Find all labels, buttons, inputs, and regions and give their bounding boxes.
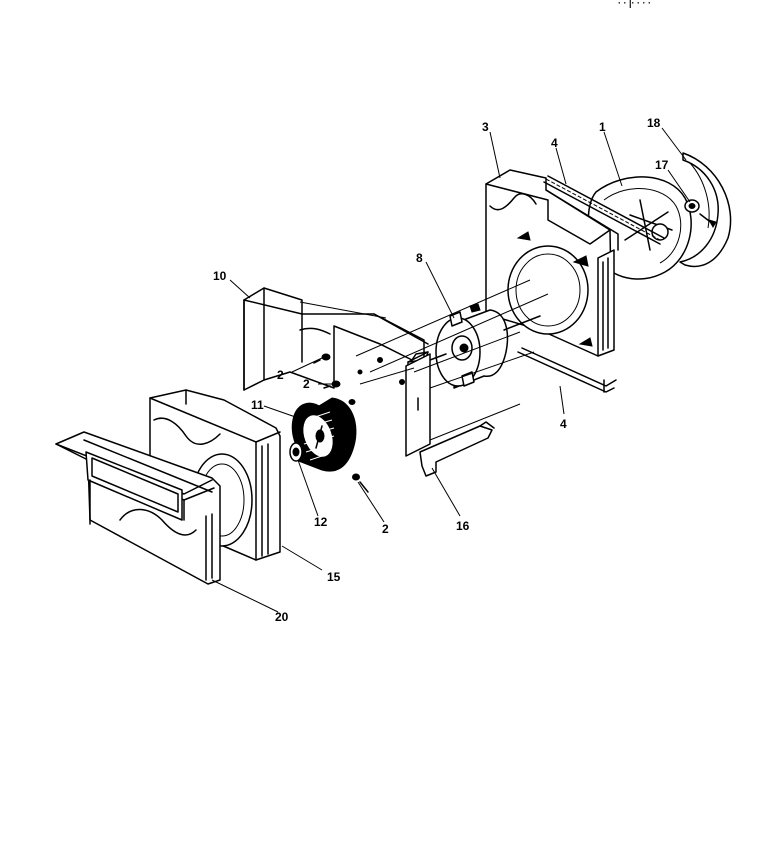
part-17-nut bbox=[684, 199, 717, 228]
part-20-front-cover bbox=[55, 431, 221, 585]
callout-15: 15 bbox=[327, 570, 341, 584]
part-16-clip bbox=[419, 421, 495, 477]
callout-17: 17 bbox=[655, 158, 669, 172]
part-4-upper-gasket bbox=[543, 175, 665, 245]
part-12-hub bbox=[289, 442, 303, 462]
callout-2-lower: 2 bbox=[382, 522, 389, 536]
callout-2-middle: 2 bbox=[303, 377, 310, 391]
leader-lines bbox=[211, 127, 691, 613]
part-3-scroll-housing bbox=[485, 169, 619, 357]
corner-text: · · |· · · · bbox=[618, 0, 651, 8]
screw-upper bbox=[313, 353, 331, 364]
callout-3: 3 bbox=[482, 120, 489, 134]
callout-10: 10 bbox=[213, 269, 227, 283]
screw-middle bbox=[323, 380, 341, 389]
callout-20: 20 bbox=[275, 610, 289, 624]
guide-lines bbox=[299, 279, 549, 441]
part-4-lower-gasket bbox=[517, 347, 617, 393]
part-11-blower-wheel bbox=[291, 397, 357, 472]
screw-lower bbox=[352, 473, 369, 493]
callout-11: 11 bbox=[251, 398, 264, 412]
part-10-motor-bracket bbox=[243, 287, 431, 457]
callout-8: 8 bbox=[416, 251, 423, 265]
part-2-screws bbox=[313, 353, 369, 493]
part-15-front-scroll bbox=[149, 389, 281, 561]
callout-12: 12 bbox=[314, 515, 328, 529]
callout-labels: 1 2 2 2 3 4 4 8 10 11 12 15 16 17 18 20 bbox=[213, 116, 669, 624]
callout-1: 1 bbox=[599, 120, 606, 134]
callout-4-upper: 4 bbox=[551, 136, 558, 150]
callout-18: 18 bbox=[647, 116, 661, 130]
callout-16: 16 bbox=[456, 519, 470, 533]
part-8-motor bbox=[429, 303, 541, 389]
callout-4-lower: 4 bbox=[560, 417, 567, 431]
callout-2-upper: 2 bbox=[277, 368, 284, 382]
